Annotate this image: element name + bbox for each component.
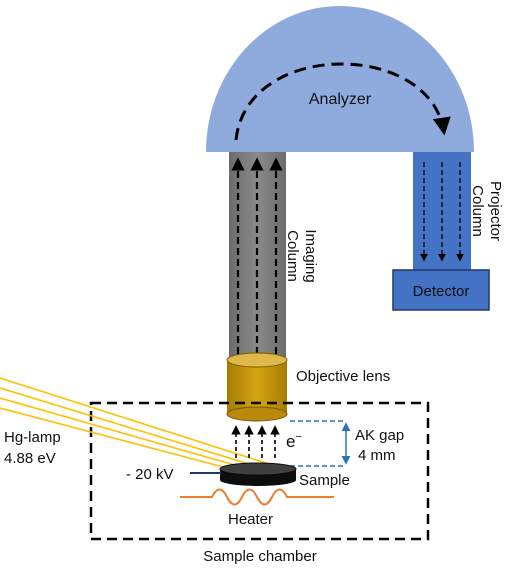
detector <box>392 269 490 311</box>
hg-lamp-light-rays <box>0 377 273 473</box>
svg-text:Column: Column <box>284 230 301 282</box>
objective-lens-label: Objective lens <box>296 368 390 385</box>
svg-text:Projector: Projector <box>487 181 504 241</box>
sample-label: Sample <box>299 472 350 489</box>
voltage-label: - 20 kV <box>126 466 174 483</box>
analyzer-hemisphere <box>206 6 474 152</box>
heater-coil <box>180 488 334 506</box>
svg-text:Imaging: Imaging <box>302 229 319 282</box>
heater-label: Heater <box>228 511 273 528</box>
imaging-column-label: Imaging Column <box>284 229 319 282</box>
sample-disc <box>219 462 297 486</box>
analyzer-trajectory-arrow <box>234 62 451 141</box>
ak-gap-label: AK gap <box>355 427 404 444</box>
svg-text:Column: Column <box>469 185 486 237</box>
projector-arrows <box>420 162 464 262</box>
electron-label: e− <box>286 431 302 451</box>
analyzer-label: Analyzer <box>309 91 372 108</box>
ak-gap-indicator <box>290 420 351 467</box>
ak-gap-value: 4 mm <box>358 447 396 464</box>
electron-arrows <box>231 425 280 458</box>
objective-lens <box>226 352 288 422</box>
projector-column-label: Projector Column <box>469 181 504 241</box>
hg-lamp-energy: 4.88 eV <box>4 450 56 467</box>
detector-label: Detector <box>413 283 470 300</box>
hg-lamp-label: Hg-lamp <box>4 429 61 446</box>
sample-chamber-label: Sample chamber <box>203 548 316 565</box>
sample-chamber-box <box>89 401 430 541</box>
